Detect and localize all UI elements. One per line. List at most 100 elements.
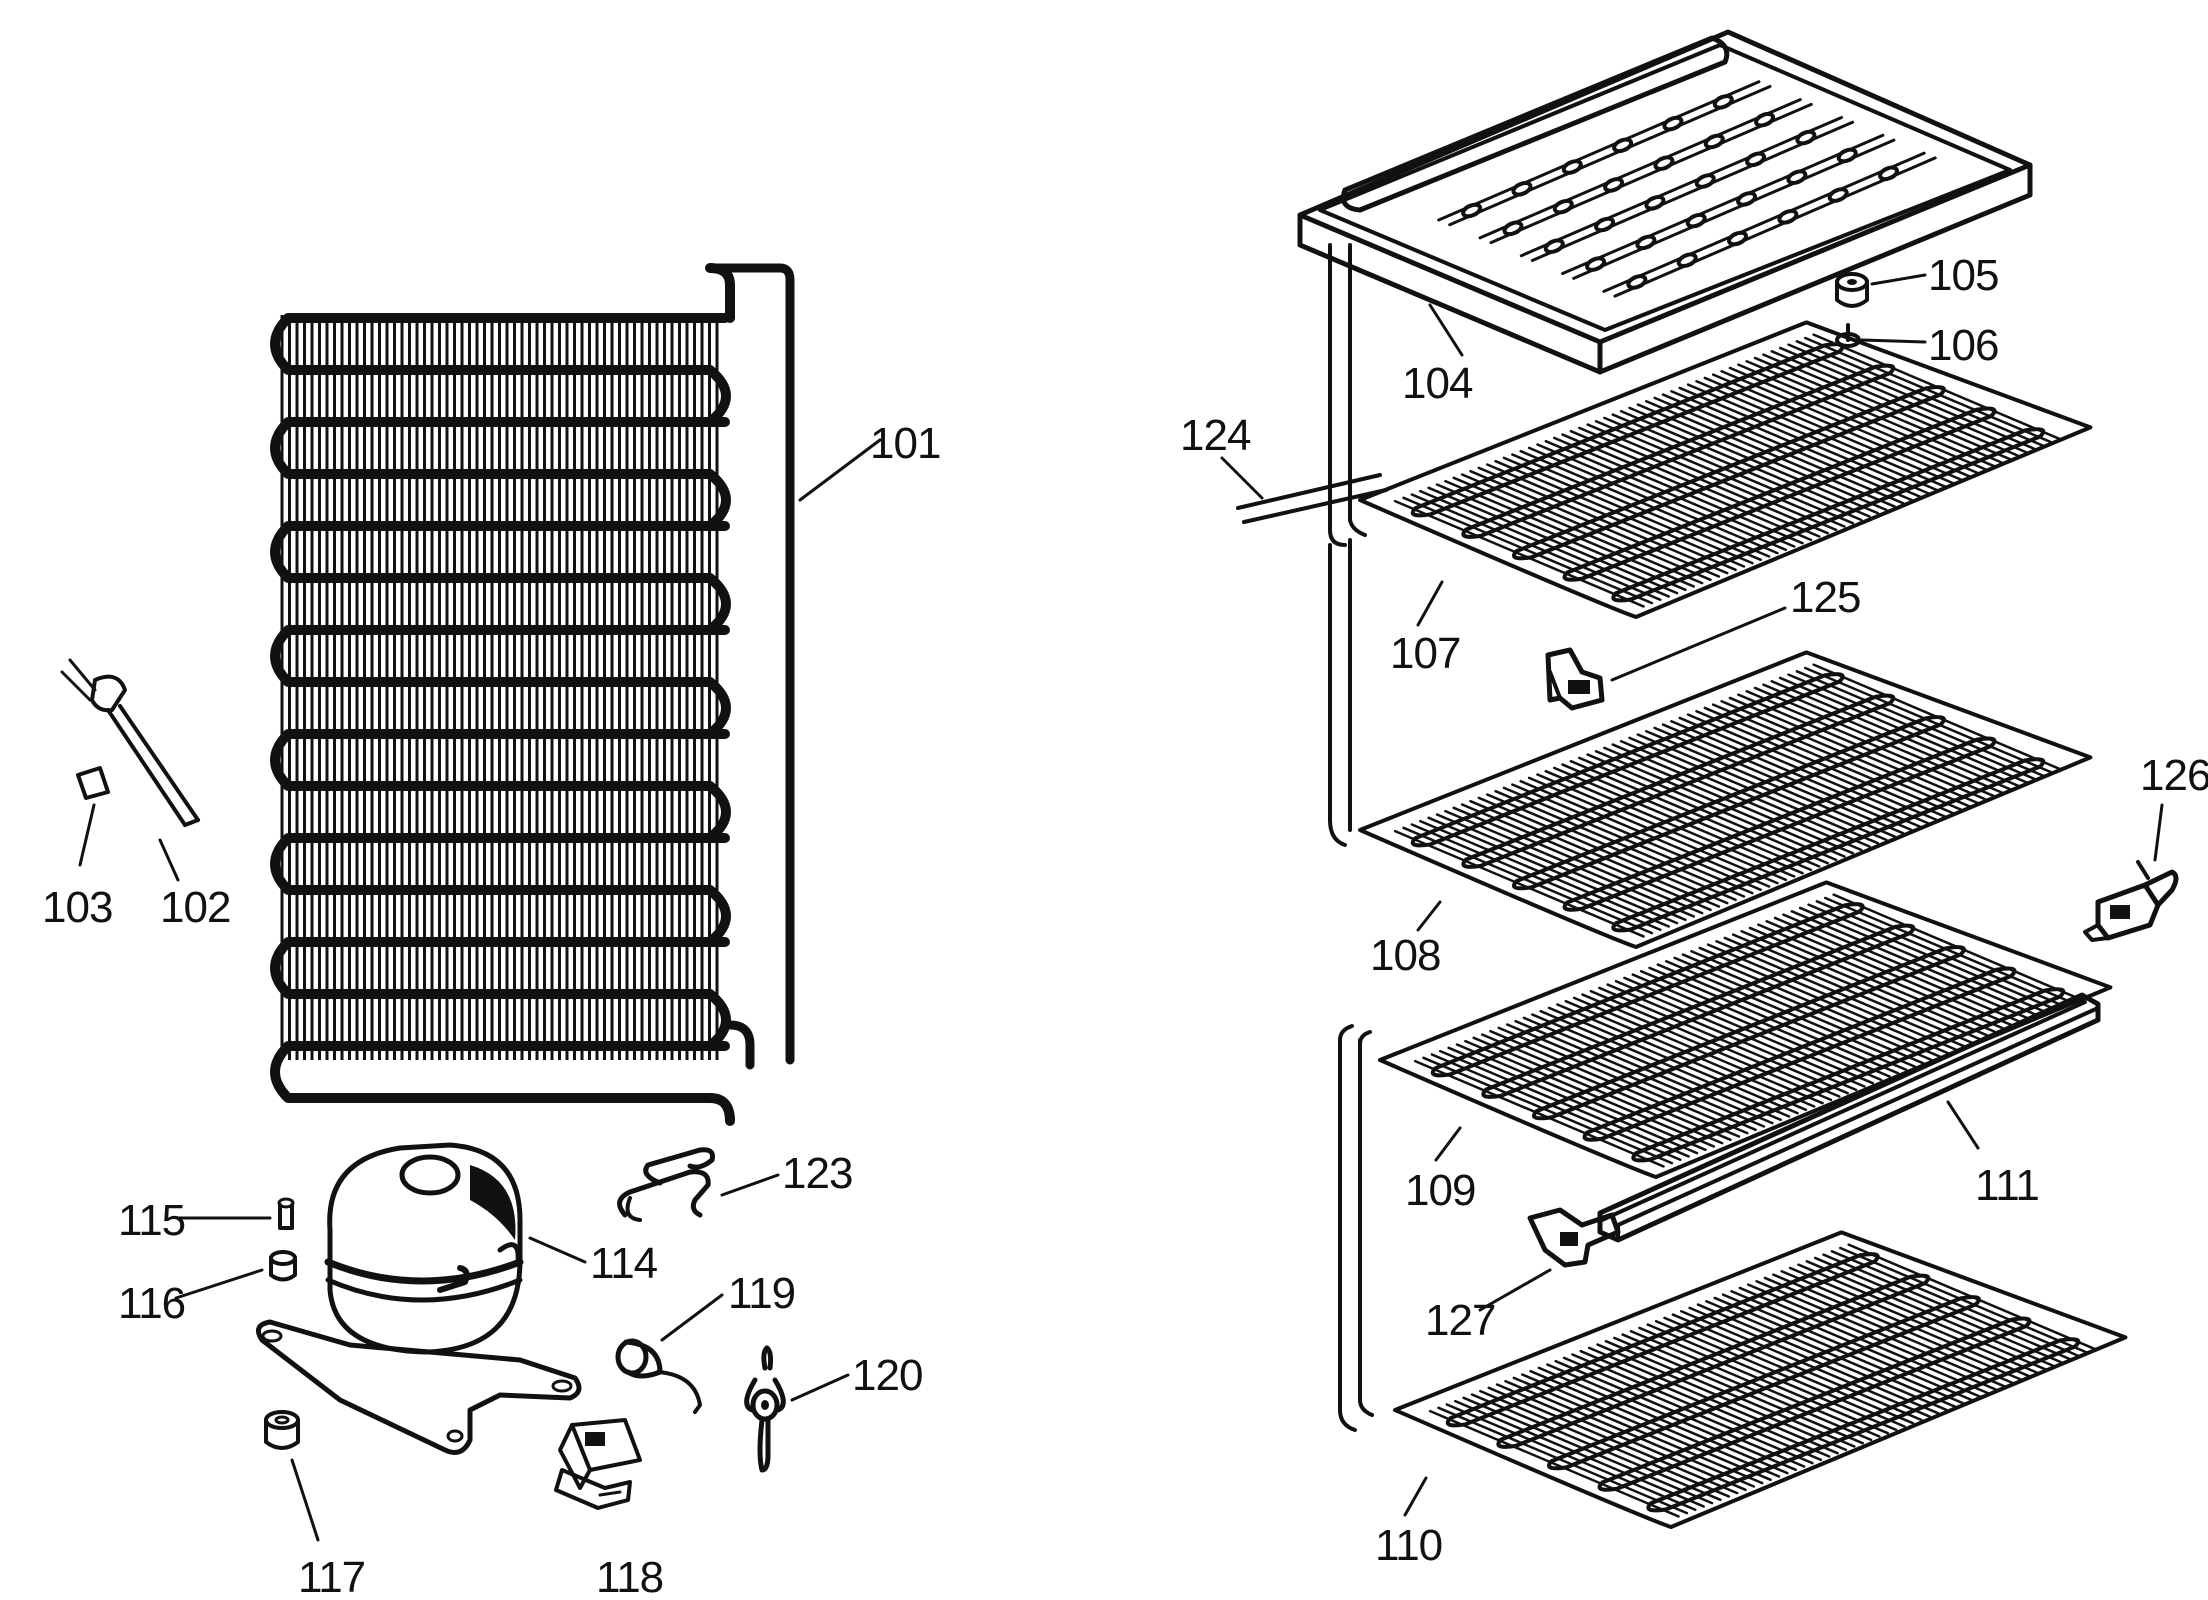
shelf-frame — [1393, 1230, 2128, 1529]
label-125: 125 — [1790, 573, 1860, 622]
condenser-fins — [280, 315, 719, 1060]
tube-clip — [1685, 212, 1707, 229]
label-119: 119 — [728, 1269, 795, 1318]
shelf-front-trim — [1597, 992, 2101, 1243]
tube-clip — [1745, 151, 1767, 168]
leader-116 — [174, 1268, 264, 1300]
leader-110 — [1403, 1476, 1428, 1517]
label-110: 110 — [1375, 1521, 1442, 1570]
label-126: 126 — [2140, 751, 2208, 800]
label-114: 114 — [590, 1239, 658, 1288]
leader-114 — [528, 1236, 587, 1264]
label-118: 118 — [596, 1553, 663, 1600]
label-116: 116 — [118, 1279, 185, 1328]
tube-clip — [1662, 115, 1684, 132]
leader-105 — [1870, 273, 1927, 286]
freezer-top-plate — [1297, 29, 2033, 375]
leader-123 — [720, 1173, 780, 1197]
leader-125 — [1610, 606, 1787, 682]
tube-clip — [1585, 256, 1607, 272]
leader-102 — [158, 838, 180, 882]
tube-clip — [1552, 198, 1574, 215]
mounting-bolt — [277, 1197, 295, 1230]
power-cord — [60, 658, 200, 827]
shelf-wires — [1428, 1243, 2099, 1518]
label-106: 106 — [1928, 321, 1998, 370]
label-115: 115 — [118, 1196, 185, 1245]
leader-106 — [1860, 338, 1927, 344]
condenser-inlet-stub — [725, 1020, 755, 1070]
tube-clip — [1786, 169, 1808, 185]
label-107: 107 — [1390, 629, 1460, 678]
tube-clip — [1836, 147, 1858, 164]
shelf-108 — [1358, 650, 2093, 949]
tube-clip — [1676, 252, 1698, 269]
tube-clip — [1694, 173, 1716, 189]
label-111: 111 — [1975, 1161, 2039, 1210]
tube-clip — [1461, 202, 1483, 219]
shelf-110 — [1393, 1230, 2128, 1529]
tube-clip — [1703, 133, 1725, 150]
leader-103 — [78, 803, 96, 867]
leader-120 — [790, 1373, 850, 1402]
tube-clip — [1603, 177, 1625, 193]
tube-clip — [1644, 194, 1666, 211]
grommet-117 — [264, 1410, 300, 1450]
shelf-tube — [1410, 342, 2046, 603]
leader-107 — [1416, 580, 1444, 627]
condenser-assembly — [270, 263, 795, 1126]
shelf-tube — [1430, 902, 2066, 1163]
label-104: 104 — [1402, 359, 1473, 408]
rubber-grommet — [269, 1250, 297, 1282]
retainer-clip — [744, 1345, 786, 1473]
label-103: 103 — [42, 883, 112, 932]
leader-109 — [1434, 1126, 1462, 1162]
shelf-wires — [1413, 893, 2084, 1168]
label-117: 117 — [298, 1553, 365, 1600]
label-108: 108 — [1370, 931, 1440, 980]
tube-clip — [1626, 274, 1648, 290]
capillary-tube — [1236, 473, 1388, 524]
shelf-tube — [1410, 672, 2046, 933]
hook-clip — [617, 1147, 715, 1222]
tube-clip — [1827, 187, 1849, 203]
tube-clip — [1635, 234, 1657, 251]
shelf-109 — [1378, 880, 2113, 1179]
shelf-bracket-125 — [1545, 647, 1605, 711]
leader-124 — [1220, 456, 1264, 500]
leader-126 — [2153, 803, 2164, 862]
leader-104 — [1428, 303, 1464, 357]
tube-clip — [1511, 180, 1533, 197]
compressor — [255, 1142, 582, 1455]
shelf-wires — [1393, 663, 2064, 938]
door-switch-126 — [2083, 860, 2179, 942]
label-102: 102 — [160, 883, 230, 932]
tube-clip — [1777, 208, 1799, 225]
shelf-frame — [1358, 320, 2093, 619]
tube-clip — [1653, 155, 1675, 171]
shelf-wires — [1393, 333, 2064, 608]
tube-clip — [1727, 230, 1749, 247]
leader-127 — [1478, 1268, 1552, 1312]
overload-protector — [615, 1338, 702, 1414]
leader-108 — [1416, 900, 1442, 932]
label-123: 123 — [782, 1149, 852, 1198]
leader-117 — [290, 1458, 320, 1542]
label-127: 127 — [1425, 1296, 1495, 1345]
label-120: 120 — [852, 1351, 922, 1400]
label-101: 101 — [870, 419, 940, 468]
label-124: 124 — [1180, 411, 1251, 460]
leader-111 — [1946, 1100, 1980, 1150]
tube-clip — [1594, 216, 1616, 233]
tube-clip — [1795, 129, 1817, 146]
shelf-frame — [1378, 880, 2113, 1179]
tube-clip — [1612, 137, 1634, 154]
tube-clip — [1502, 220, 1524, 237]
spacer-105 — [1835, 272, 1869, 308]
tube-clip — [1561, 159, 1583, 175]
tube-clip — [1878, 165, 1900, 182]
label-105: 105 — [1928, 251, 1998, 300]
leader-119 — [660, 1293, 724, 1342]
label-109: 109 — [1405, 1166, 1475, 1215]
